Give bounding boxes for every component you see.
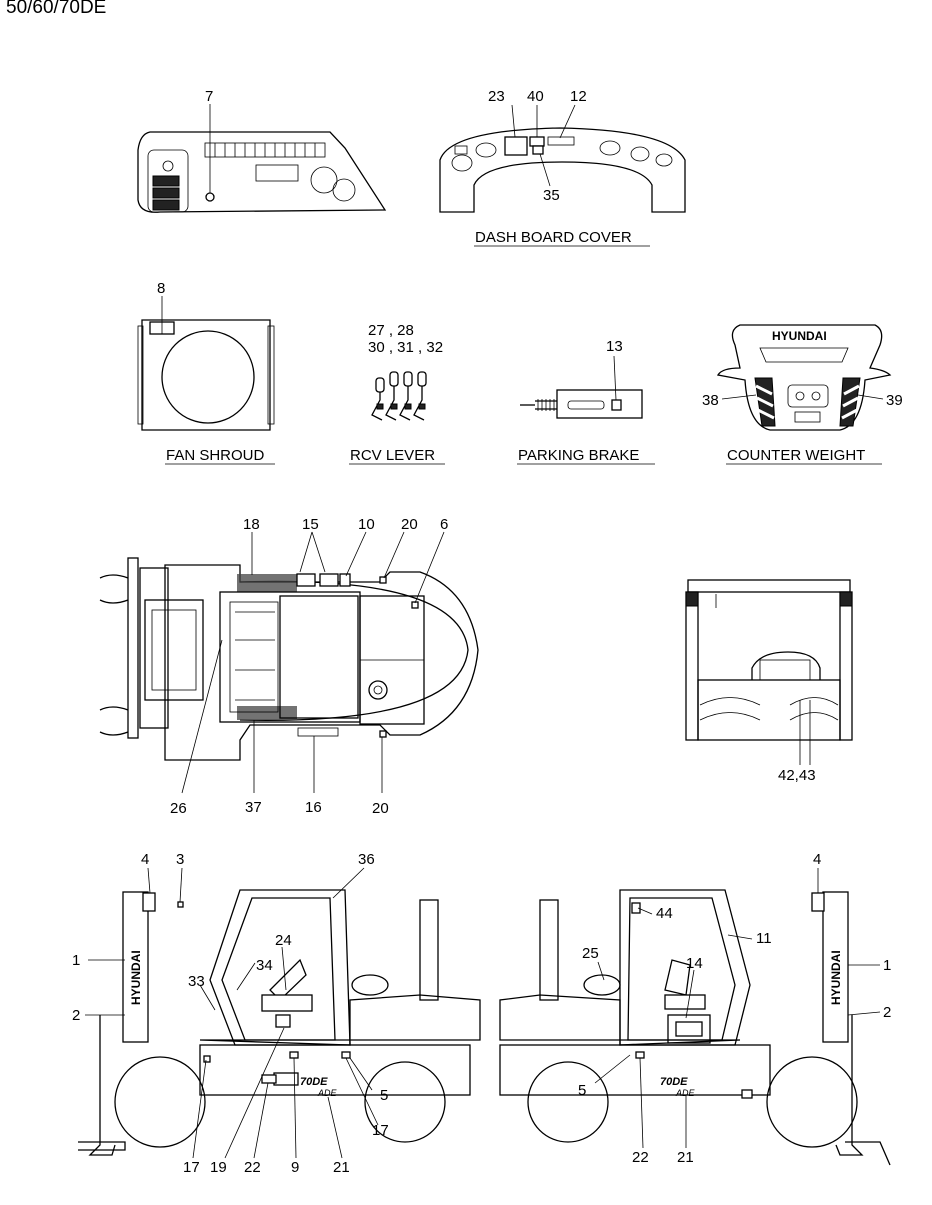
label-17-left: 17	[183, 1159, 200, 1176]
caption-counter-weight: COUNTER WEIGHT	[727, 447, 865, 464]
label-17-right: 17	[372, 1122, 389, 1139]
label-20-top: 20	[401, 516, 418, 533]
decal-model-left: 70DE	[300, 1076, 328, 1088]
label-4-right: 4	[813, 851, 821, 868]
top-view: 18 15 10 20 6 26 37 16 20	[99, 516, 479, 817]
label-3: 3	[176, 851, 184, 868]
label-21-right: 21	[677, 1149, 694, 1166]
decal-series-right: ADE	[675, 1088, 696, 1098]
label-9: 9	[291, 1159, 299, 1176]
label-33: 33	[188, 973, 205, 990]
label-4-left: 4	[141, 851, 149, 868]
label-15: 15	[302, 516, 319, 533]
label-35: 35	[543, 187, 560, 204]
left-side-view: HYUNDAI 70DE ADE	[72, 851, 481, 1176]
label-1-left: 1	[72, 952, 80, 969]
label-rcv-30-31-32: 30 , 31 , 32	[368, 339, 443, 356]
caption-fan-shroud: FAN SHROUD	[166, 447, 265, 464]
label-36: 36	[358, 851, 375, 868]
label-5-left: 5	[380, 1087, 388, 1104]
label-14: 14	[686, 955, 703, 972]
label-2-left: 2	[72, 1007, 80, 1024]
label-44: 44	[656, 905, 673, 922]
label-42-43: 42,43	[778, 767, 816, 784]
label-24: 24	[275, 932, 292, 949]
label-26: 26	[170, 800, 187, 817]
counter-weight-brand: HYUNDAI	[772, 329, 827, 343]
label-11: 11	[756, 930, 772, 947]
label-19: 19	[210, 1159, 227, 1176]
label-40: 40	[527, 88, 544, 105]
mast-brand-right: HYUNDAI	[829, 950, 843, 1005]
label-16: 16	[305, 799, 322, 816]
rear-view: 42,43	[685, 579, 853, 784]
instrument-panel: 7	[137, 88, 387, 213]
label-10: 10	[358, 516, 375, 533]
model-header: 50/60/70DE	[6, 0, 106, 18]
label-5-right: 5	[578, 1082, 586, 1099]
caption-dash-board-cover: DASH BOARD COVER	[475, 229, 632, 246]
rcv-lever: 27 , 28 30 , 31 , 32 RCV LEVER	[349, 322, 445, 465]
label-rcv-27-28: 27 , 28	[368, 322, 414, 339]
label-22-left: 22	[244, 1159, 261, 1176]
caption-parking-brake: PARKING BRAKE	[518, 447, 639, 464]
label-12: 12	[570, 88, 587, 105]
label-7: 7	[205, 88, 213, 105]
warning-lamp-row	[204, 142, 326, 158]
label-23: 23	[488, 88, 505, 105]
label-22-right: 22	[632, 1149, 649, 1166]
label-38: 38	[702, 392, 719, 409]
label-13: 13	[606, 338, 623, 355]
counter-weight: HYUNDAI 38 39 COUNTER WEIGHT	[702, 324, 903, 465]
fan-shroud: 8 FAN SHROUD	[137, 280, 275, 465]
label-34: 34	[256, 957, 273, 974]
stripe-decal-38	[754, 377, 776, 427]
label-21-left: 21	[333, 1159, 350, 1176]
label-1-right: 1	[883, 957, 891, 974]
decal-series-left: ADE	[317, 1088, 338, 1098]
label-8: 8	[157, 280, 165, 297]
caption-rcv-lever: RCV LEVER	[350, 447, 435, 464]
mast-brand-left: HYUNDAI	[129, 950, 143, 1005]
label-18: 18	[243, 516, 260, 533]
label-25: 25	[582, 945, 599, 962]
label-39: 39	[886, 392, 903, 409]
right-side-view: HYUNDAI 70DE ADE 4	[499, 851, 891, 1166]
dash-board-cover: 23 40 12 35 DASH BOARD COVER	[439, 88, 686, 247]
label-2-right: 2	[883, 1004, 891, 1021]
parking-brake: 13 PARKING BRAKE	[517, 338, 655, 465]
label-6: 6	[440, 516, 448, 533]
label-37: 37	[245, 799, 262, 816]
label-20-bottom: 20	[372, 800, 389, 817]
stripe-decal-39	[839, 377, 861, 427]
decal-model-right: 70DE	[660, 1076, 688, 1088]
